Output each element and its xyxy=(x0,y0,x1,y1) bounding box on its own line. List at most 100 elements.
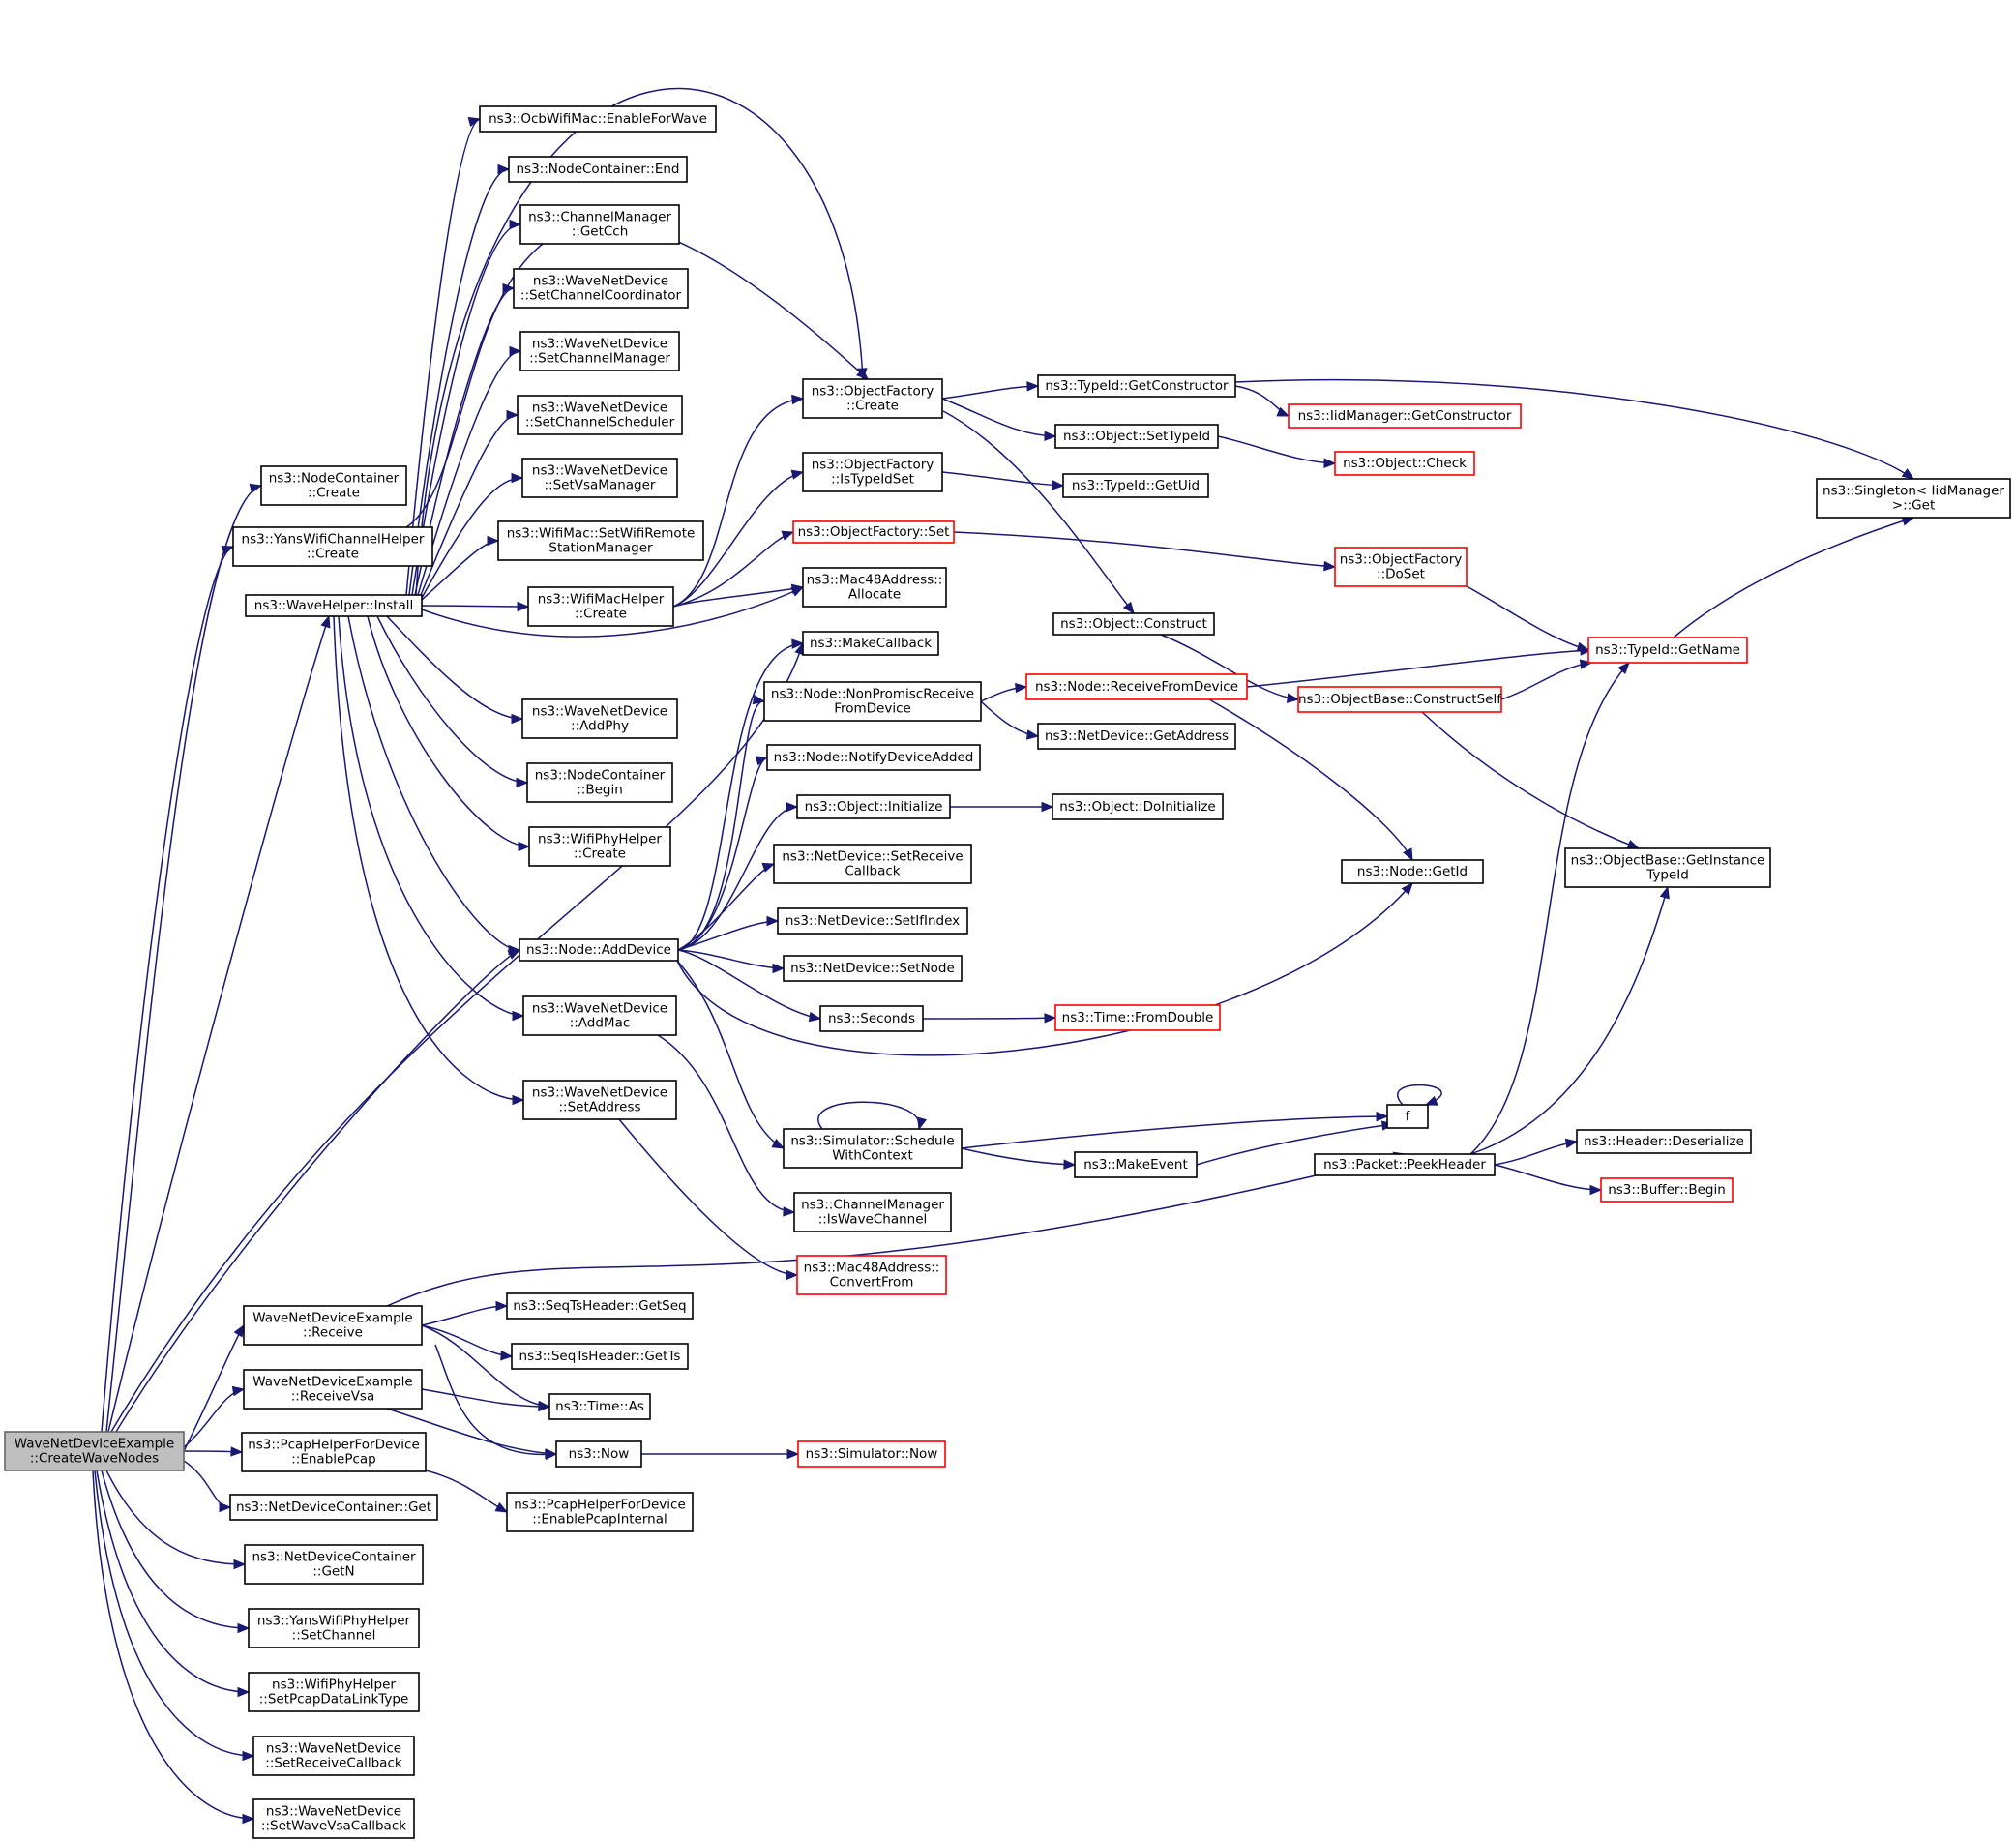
node-of-istypeidset[interactable]: ns3::ObjectFactory::IsTypeIdSet xyxy=(802,452,943,492)
node-typeid-getuid[interactable]: ns3::TypeId::GetUid xyxy=(1062,473,1209,498)
node-packet-peek[interactable]: ns3::Packet::PeekHeader xyxy=(1314,1153,1496,1176)
node-box[interactable] xyxy=(1025,673,1248,700)
node-box[interactable] xyxy=(1341,859,1484,884)
node-nd-setrcb[interactable]: ns3::NetDevice::SetReceiveCallback xyxy=(773,844,972,884)
node-seq-getseq[interactable]: ns3::SeqTsHeader::GetSeq xyxy=(506,1292,694,1320)
node-of-set[interactable]: ns3::ObjectFactory::Set xyxy=(792,520,955,544)
node-box[interactable] xyxy=(522,1080,677,1120)
node-box[interactable] xyxy=(802,567,947,608)
node-box[interactable] xyxy=(1052,793,1224,820)
node-pcap-internal[interactable]: ns3::PcapHelperForDevice::EnablePcapInte… xyxy=(506,1492,694,1532)
node-mac48-alloc[interactable]: ns3::Mac48Address::Allocate xyxy=(802,567,947,608)
node-box[interactable] xyxy=(248,1672,420,1712)
node-node-getid[interactable]: ns3::Node::GetId xyxy=(1341,859,1484,884)
node-box[interactable] xyxy=(241,1432,427,1472)
node-box[interactable] xyxy=(1297,686,1502,713)
node-box[interactable] xyxy=(1054,1004,1221,1031)
node-box[interactable] xyxy=(1037,374,1236,398)
node-nd-getaddr[interactable]: ns3::NetDevice::GetAddress xyxy=(1037,723,1236,750)
node-nc-begin[interactable]: ns3::NodeContainer::Begin xyxy=(526,762,673,803)
node-root[interactable]: WaveNetDeviceExample::CreateWaveNodes xyxy=(4,1431,185,1471)
node-yph-setchannel[interactable]: ns3::YansWifiPhyHelper::SetChannel xyxy=(248,1608,420,1648)
node-box[interactable] xyxy=(1587,637,1748,664)
node-box[interactable] xyxy=(508,156,688,183)
node-pcap-enable[interactable]: ns3::PcapHelperForDevice::EnablePcap xyxy=(241,1432,427,1472)
node-box[interactable] xyxy=(1052,612,1215,636)
node-typeid-getctor[interactable]: ns3::TypeId::GetConstructor xyxy=(1037,374,1236,398)
node-box[interactable] xyxy=(252,1736,415,1776)
node-box[interactable] xyxy=(260,465,407,506)
node-mac48-convert[interactable]: ns3::Mac48Address::ConvertFrom xyxy=(796,1255,947,1295)
node-box[interactable] xyxy=(521,458,678,498)
node-box[interactable] xyxy=(1288,403,1522,429)
node-wnd-setaddr[interactable]: ns3::WaveNetDevice::SetAddress xyxy=(522,1080,677,1120)
node-wnd-addmac[interactable]: ns3::WaveNetDevice::AddMac xyxy=(522,995,677,1036)
node-box[interactable] xyxy=(244,1544,424,1585)
node-wph-create[interactable]: ns3::WifiPhyHelper::Create xyxy=(528,826,671,867)
node-box[interactable] xyxy=(802,631,939,656)
node-wnd-setcs[interactable]: ns3::WaveNetDevice::SetChannelScheduler xyxy=(517,395,683,435)
node-box[interactable] xyxy=(517,395,683,435)
node-buffer-begin[interactable]: ns3::Buffer::Begin xyxy=(1600,1177,1734,1203)
node-box[interactable] xyxy=(796,1255,947,1295)
node-ndc-get[interactable]: ns3::NetDeviceContainer::Get xyxy=(229,1494,438,1521)
node-box[interactable] xyxy=(1600,1177,1734,1203)
node-box[interactable] xyxy=(519,204,680,245)
node-wnd-setvsa[interactable]: ns3::WaveNetDevice::SetVsaManager xyxy=(521,458,678,498)
node-box[interactable] xyxy=(1062,473,1209,498)
node-seconds[interactable]: ns3::Seconds xyxy=(819,1005,924,1032)
node-box[interactable] xyxy=(521,698,678,739)
node-yans-create[interactable]: ns3::YansWifiChannelHelper::Create xyxy=(232,526,433,567)
node-seq-getts[interactable]: ns3::SeqTsHeader::GetTs xyxy=(511,1343,689,1370)
node-box[interactable] xyxy=(819,1005,924,1032)
node-box[interactable] xyxy=(479,105,717,133)
node-box[interactable] xyxy=(1037,723,1236,750)
node-box[interactable] xyxy=(1054,424,1219,449)
node-box[interactable] xyxy=(792,520,955,544)
node-box[interactable] xyxy=(4,1431,185,1471)
node-wnde-receive[interactable]: WaveNetDeviceExample::Receive xyxy=(243,1305,423,1346)
node-box[interactable] xyxy=(777,907,968,935)
node-box[interactable] xyxy=(783,1128,963,1169)
node-box[interactable] xyxy=(1314,1153,1496,1176)
node-cm-iswave[interactable]: ns3::ChannelManager::IsWaveChannel xyxy=(793,1192,952,1232)
node-box[interactable] xyxy=(1386,1104,1429,1129)
node-box[interactable] xyxy=(248,1608,420,1648)
node-box[interactable] xyxy=(797,1440,946,1468)
node-wmh-create[interactable]: ns3::WifiMacHelper::Create xyxy=(527,586,674,627)
node-box[interactable] xyxy=(766,744,981,771)
node-box[interactable] xyxy=(1334,547,1468,587)
node-header-deser[interactable]: ns3::Header::Deserialize xyxy=(1576,1129,1752,1154)
node-box[interactable] xyxy=(526,762,673,803)
node-box[interactable] xyxy=(1816,478,2011,519)
node-ocb-enable[interactable]: ns3::OcbWifiMac::EnableForWave xyxy=(479,105,717,133)
node-obj-settypeid[interactable]: ns3::Object::SetTypeId xyxy=(1054,424,1219,449)
node-node-nda[interactable]: ns3::Node::NotifyDeviceAdded xyxy=(766,744,981,771)
node-wave-install[interactable]: ns3::WaveHelper::Install xyxy=(245,594,423,617)
node-nd-setnode[interactable]: ns3::NetDevice::SetNode xyxy=(783,955,963,982)
node-obj-construct[interactable]: ns3::Object::Construct xyxy=(1052,612,1215,636)
node-box[interactable] xyxy=(527,586,674,627)
node-now[interactable]: ns3::Now xyxy=(555,1440,642,1468)
node-box[interactable] xyxy=(252,1798,415,1839)
node-ndc-getn[interactable]: ns3::NetDeviceContainer::GetN xyxy=(244,1544,424,1585)
node-node-adddevice[interactable]: ns3::Node::AddDevice xyxy=(519,938,679,962)
node-f[interactable]: f xyxy=(1386,1104,1429,1129)
node-wnd-setcm[interactable]: ns3::WaveNetDevice::SetChannelManager xyxy=(519,331,680,371)
node-box[interactable] xyxy=(243,1369,423,1410)
node-box[interactable] xyxy=(497,520,704,561)
node-box[interactable] xyxy=(519,331,680,371)
node-wifimac-setrsm[interactable]: ns3::WifiMac::SetWifiRemoteStationManage… xyxy=(497,520,704,561)
node-nc-create[interactable]: ns3::NodeContainer::Create xyxy=(260,465,407,506)
node-box[interactable] xyxy=(802,378,943,419)
node-of-doset[interactable]: ns3::ObjectFactory::DoSet xyxy=(1334,547,1468,587)
node-box[interactable] xyxy=(511,1343,689,1370)
node-obj-check[interactable]: ns3::Object::Check xyxy=(1334,451,1475,476)
node-wnd-addphy[interactable]: ns3::WaveNetDevice::AddPhy xyxy=(521,698,678,739)
node-box[interactable] xyxy=(1334,451,1475,476)
node-box[interactable] xyxy=(763,681,982,722)
node-box[interactable] xyxy=(783,955,963,982)
